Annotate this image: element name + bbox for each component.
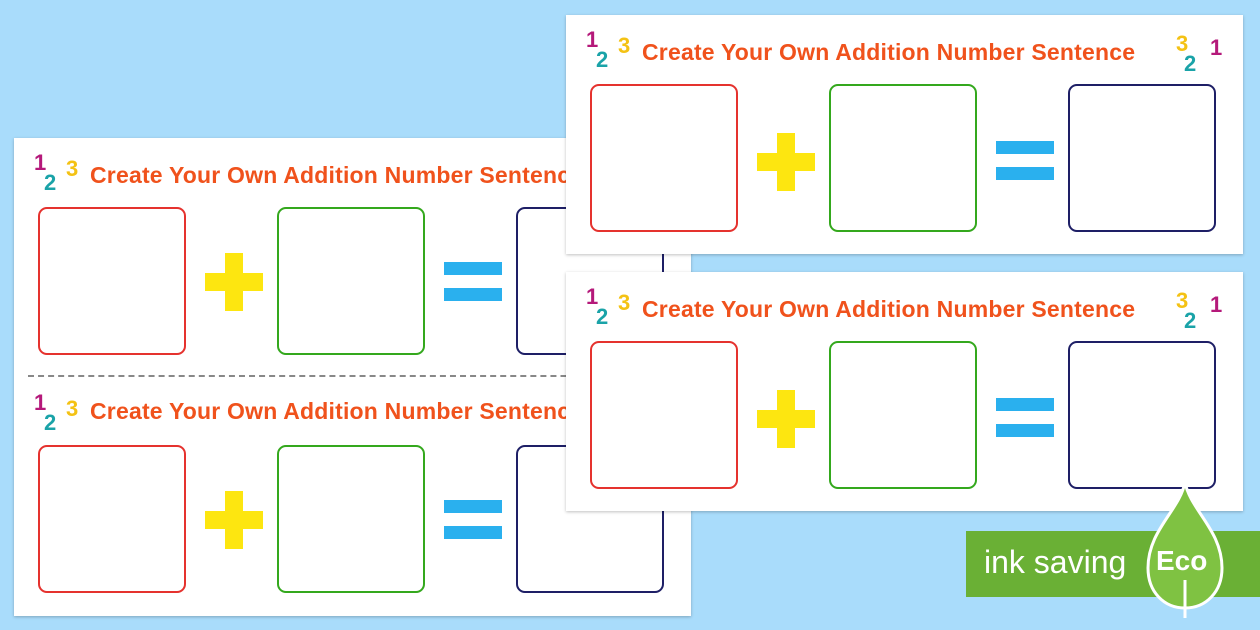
equals-sign-icon (444, 500, 502, 540)
second-number-box (277, 445, 425, 593)
cut-line (28, 375, 677, 377)
strip-title: Create Your Own Addition Number Sentence (90, 398, 584, 424)
first-number-box (590, 84, 738, 232)
second-number-box (829, 84, 977, 232)
first-number-box (38, 445, 186, 593)
worksheet-front-bottom: 1 2 3 Create Your Own Addition Number Se… (566, 272, 1243, 511)
ink-saving-label: ink saving (984, 544, 1127, 580)
worksheet-front-top: 1 2 3 Create Your Own Addition Number Se… (566, 15, 1243, 254)
equals-sign-icon (444, 262, 502, 302)
plus-sign-icon (757, 133, 815, 191)
second-number-box (277, 207, 425, 355)
strip-title: Create Your Own Addition Number Sentence (642, 39, 1136, 65)
number-sentence-strip: 1 2 3 Create Your Own Addition Number Se… (14, 378, 691, 610)
number-decoration-left: 1 2 3 (586, 27, 631, 72)
strip-title: Create Your Own Addition Number Sentence (642, 296, 1136, 322)
first-number-box (590, 341, 738, 489)
eco-label: Eco (1156, 545, 1208, 576)
answer-box (1068, 341, 1216, 489)
eco-leaf-icon (1146, 481, 1224, 618)
plus-sign-icon (757, 390, 815, 448)
equals-sign-icon (996, 398, 1054, 438)
plus-sign-icon (205, 253, 263, 311)
answer-box (1068, 84, 1216, 232)
number-decoration-right: 3 2 1 (1176, 31, 1223, 76)
number-sentence-strip: 1 2 3 Create Your Own Addition Number Se… (566, 272, 1243, 504)
second-number-box (829, 341, 977, 489)
strip-title: Create Your Own Addition Number Sentence (90, 162, 584, 188)
number-sentence-strip: 1 2 3 Create Your Own Addition Number Se… (566, 15, 1243, 247)
first-number-box (38, 207, 186, 355)
number-decoration-left: 1 2 3 (34, 150, 79, 195)
equals-sign-icon (996, 141, 1054, 181)
number-decoration-left: 1 2 3 (34, 390, 79, 435)
number-decoration-left: 1 2 3 (586, 284, 631, 329)
number-decoration-right: 3 2 1 (1176, 288, 1223, 333)
plus-sign-icon (205, 491, 263, 549)
